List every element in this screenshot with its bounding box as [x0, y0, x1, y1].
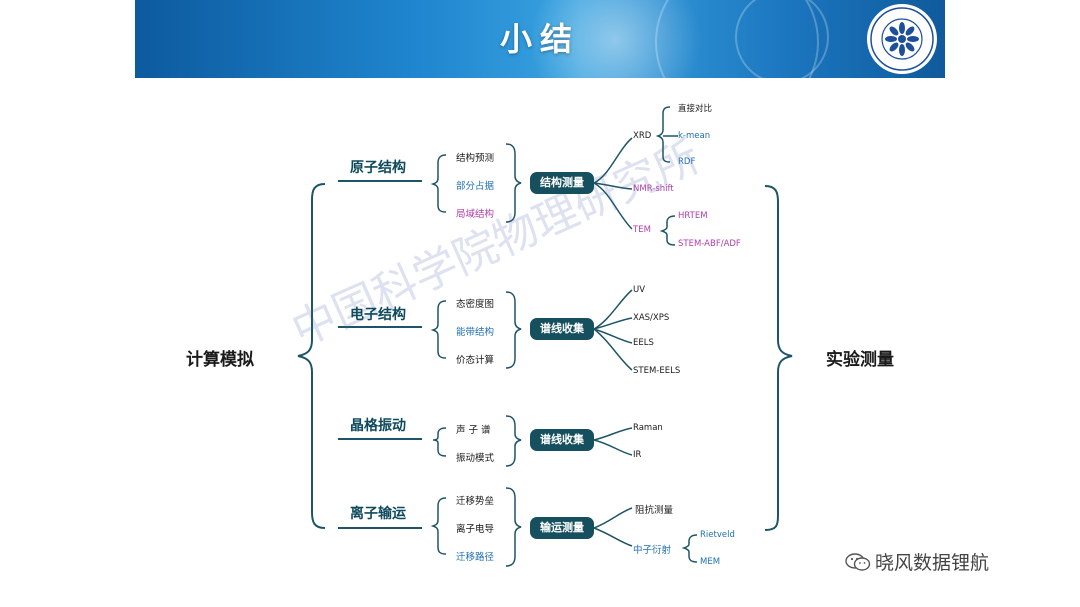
output-raman: Raman [633, 423, 663, 433]
output-neutron-diffraction: 中子衍射 [633, 545, 672, 556]
item-ionic-conductivity: 离子电导 [456, 524, 495, 535]
left-root-label: 计算模拟 [186, 350, 254, 370]
item-migration-path: 迁移路径 [456, 552, 495, 563]
item-partial-occupancy: 部分占据 [456, 181, 495, 192]
output-stem-eels: STEM-EELS [633, 366, 681, 376]
sub-hrtem: HRTEM [678, 211, 708, 221]
sub-rietveld: Rietveld [700, 530, 735, 540]
method-spectrum-collection: 谱线收集 [530, 429, 594, 451]
header-banner [135, 0, 945, 78]
sub-stem-abf-adf: STEM-ABF/ADF [678, 239, 741, 249]
item-vibration-mode: 振动模式 [456, 453, 495, 464]
method-spectrum-collection: 谱线收集 [530, 318, 594, 340]
output-tem: TEM [633, 225, 651, 235]
wechat-account: 晓风数据锂航 [875, 552, 990, 574]
cas-logo [867, 4, 937, 74]
output-xrd: XRD [633, 131, 652, 141]
output-uv: UV [633, 285, 646, 295]
output-nmr-shift: NMR-shift [633, 184, 674, 194]
right-root-label: 实验测量 [826, 350, 894, 370]
wechat-watermark: 晓风数据锂航 [845, 548, 989, 575]
item-dos: 态密度图 [456, 299, 495, 310]
sub-direct-compare: 直接对比 [678, 104, 713, 114]
item-phonon-spectrum: 声 子 谱 [456, 425, 491, 436]
sub-rdf: RDF [678, 157, 696, 167]
method-transport-measurement: 输运测量 [530, 517, 594, 539]
banner-ring [735, 0, 829, 78]
page-title: 小结 [499, 20, 580, 58]
category-atomic-structure: 原子结构 [350, 160, 406, 176]
sub-mem: MEM [700, 557, 721, 567]
method-structure-measurement: 结构测量 [530, 172, 594, 194]
item-local-structure: 局域结构 [456, 209, 495, 220]
output-eels: EELS [633, 338, 654, 348]
item-valence: 价态计算 [456, 355, 495, 366]
output-impedance: 阻抗测量 [635, 505, 674, 516]
output-xas-xps: XAS/XPS [633, 313, 670, 323]
wechat-icon [845, 553, 871, 571]
item-migration-barrier: 迁移势垒 [456, 496, 495, 507]
sub-k-mean: k-mean [678, 131, 711, 141]
item-structure-prediction: 结构预测 [456, 153, 495, 164]
category-ion-transport: 离子输运 [350, 506, 406, 522]
output-ir: IR [633, 450, 642, 460]
item-band-structure: 能带结构 [456, 327, 495, 338]
category-electronic-structure: 电子结构 [350, 307, 406, 323]
category-lattice-vibration: 晶格振动 [350, 418, 406, 434]
